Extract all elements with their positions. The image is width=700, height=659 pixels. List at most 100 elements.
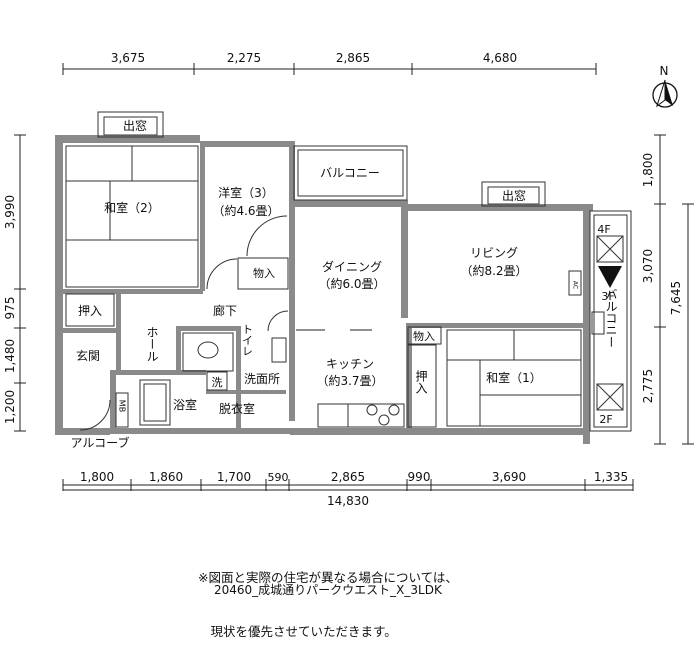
- label-washitsu1: 和室（1）: [486, 370, 542, 385]
- bay-window-right-inner: [487, 186, 540, 205]
- right-dim-total: 7,645: [669, 281, 683, 315]
- left-dimension-line: [14, 134, 26, 432]
- label-sen: 洗: [212, 376, 223, 389]
- balcony-right: [589, 210, 632, 432]
- right-dimension-line: [654, 134, 694, 445]
- disclaimer-line-1: ※図面と実際の住宅が異なる場合については、: [198, 570, 458, 585]
- toilet-bowl-icon: [197, 341, 219, 359]
- label-datsuishitsu: 脱衣室: [219, 401, 255, 416]
- balcony-top: [293, 145, 408, 201]
- label-oshiire-left: 押入: [78, 304, 102, 318]
- label-toilet: トイレ: [241, 324, 254, 357]
- left-dim-2: 975: [3, 297, 17, 320]
- closet-oshiire-right: [407, 344, 437, 428]
- closet-monoire-right: [407, 326, 442, 345]
- bathtub-inner: [143, 383, 167, 422]
- label-balcony-top: バルコニー: [320, 166, 380, 180]
- bottom-dim-5: 2,865: [331, 470, 365, 484]
- tatami-grid-2: [65, 145, 199, 288]
- label-living: リビング: [470, 246, 518, 260]
- door-genkan: [79, 399, 111, 431]
- label-yokushitsu: 浴室: [173, 397, 197, 412]
- label-balcony-right: バルコニー: [604, 288, 618, 348]
- label-kitchen: キッチン: [326, 357, 374, 371]
- bathtub: [139, 379, 171, 426]
- label-rouka: 廊下: [213, 303, 237, 318]
- shaft-2f: [596, 383, 624, 411]
- stove-icon: [378, 414, 390, 426]
- ac-unit: [591, 311, 605, 335]
- label-demado-left: 出窓: [123, 118, 147, 133]
- mb-box: [115, 392, 129, 428]
- right-dim-3: 2,775: [641, 369, 655, 403]
- tatami-grid-1: [446, 329, 582, 427]
- kitchen-counter: [317, 403, 405, 428]
- total-width: 14,830: [327, 494, 369, 508]
- shaft-2f-line: [596, 383, 624, 411]
- label-demado-right: 出窓: [502, 188, 526, 203]
- right-dim-1: 1,800: [641, 153, 655, 187]
- label-monoire-right: 物入: [413, 329, 435, 343]
- washbasin: [271, 337, 287, 363]
- bottom-dim-4: 590: [268, 471, 289, 484]
- label-oshiire-right: 押入: [414, 370, 428, 394]
- label-senmenjo: 洗面所: [244, 372, 280, 386]
- label-mb: MB: [118, 400, 127, 412]
- label-dining: ダイニング: [322, 259, 382, 274]
- top-dim-3: 2,865: [336, 51, 370, 65]
- label-kitchen-size: （約3.7畳）: [316, 373, 383, 388]
- plan-id-footer: 20460_成城通りパークウエスト_X_3LDK: [214, 583, 442, 597]
- bay-window-right: [481, 181, 546, 207]
- label-genkan: 玄関: [76, 348, 100, 363]
- top-dim-2: 2,275: [227, 51, 261, 65]
- stove-icon: [388, 404, 400, 416]
- label-dining-size: （約6.0畳）: [318, 276, 385, 291]
- bottom-dim-6: 990: [408, 470, 431, 484]
- shaft-4f-line: [596, 235, 624, 263]
- walls: [55, 135, 593, 444]
- label-hall: ホール: [145, 326, 159, 362]
- balcony-top-inner: [297, 149, 404, 197]
- door-yoshitsu: [246, 215, 288, 257]
- door-rouka: [206, 258, 238, 290]
- compass-label: N: [660, 64, 669, 78]
- label-yoshitsu3-size: （約4.6畳）: [212, 203, 279, 218]
- kitchen-sink: [317, 403, 349, 428]
- bay-window-left: [97, 111, 164, 138]
- label-2f: 2F: [599, 413, 612, 426]
- triangle-3f-icon: [598, 266, 622, 288]
- disclaimer-note: ※図面と実際の住宅が異なる場合については、 現状を優先させていただきます。: [198, 533, 458, 659]
- toilet-room: [182, 332, 234, 372]
- label-yoshitsu3: 洋室（3）: [218, 185, 274, 200]
- right-dim-2: 3,070: [641, 249, 655, 283]
- label-3f: 3F: [601, 290, 614, 303]
- bottom-dim-7: 3,690: [492, 470, 526, 484]
- left-dim-3: 1,480: [3, 339, 17, 373]
- compass-icon: [652, 79, 678, 108]
- bottom-dim-2: 1,860: [149, 470, 183, 484]
- washer-box: [206, 371, 228, 391]
- ac-unit: [568, 270, 582, 296]
- left-dim-4: 1,200: [3, 390, 17, 424]
- closet-monoire-mid: [237, 257, 289, 290]
- label-alcove: アルコーブ: [71, 435, 130, 450]
- top-dim-1: 3,675: [111, 51, 145, 65]
- closet-oshiire-left: [65, 293, 115, 327]
- shaft-4f: [596, 235, 624, 263]
- label-monoire-mid: 物入: [253, 266, 275, 280]
- top-dimension-line: [62, 63, 597, 75]
- label-ac: AC: [572, 281, 579, 289]
- bottom-dim-8: 1,335: [594, 470, 628, 484]
- bay-window-left-inner: [103, 116, 158, 136]
- bottom-dimension-line: [62, 479, 634, 491]
- label-living-size: （約8.2畳）: [460, 263, 527, 278]
- label-washitsu2: 和室（2）: [104, 200, 160, 215]
- top-dim-4: 4,680: [483, 51, 517, 65]
- left-dim-1: 3,990: [3, 195, 17, 229]
- bottom-dim-1: 1,800: [80, 470, 114, 484]
- bottom-dim-3: 1,700: [217, 470, 251, 484]
- disclaimer-line-2: 現状を優先させていただきます。: [198, 624, 397, 639]
- door-senmen: [267, 310, 289, 332]
- balcony-right-inner: [593, 214, 628, 428]
